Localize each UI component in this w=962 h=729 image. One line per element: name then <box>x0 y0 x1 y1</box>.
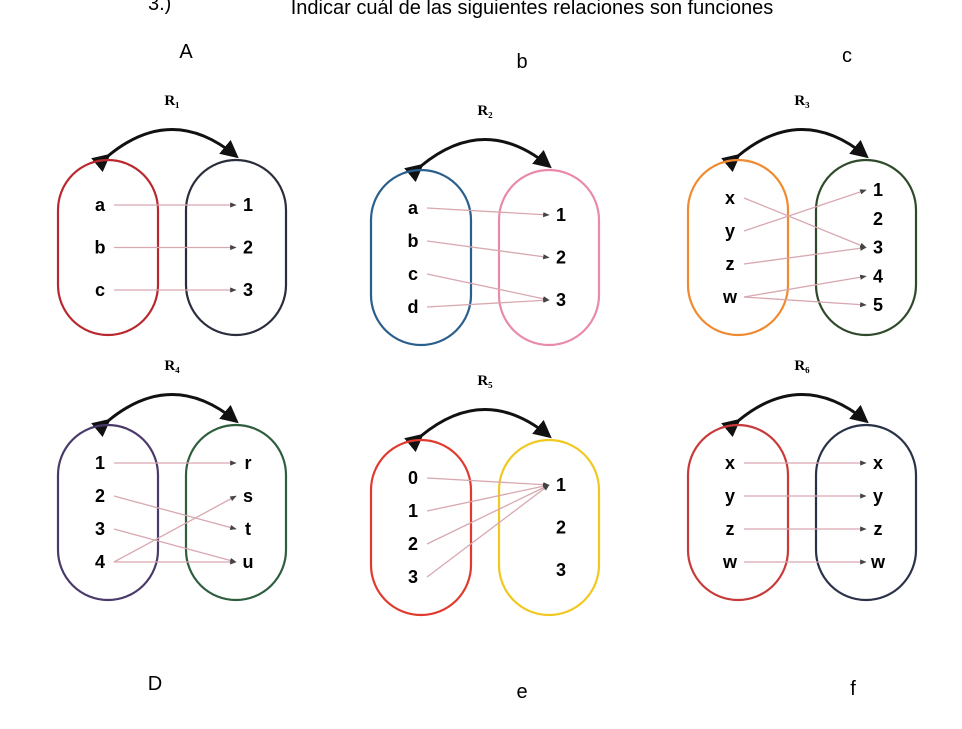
mapping-arrow <box>426 484 550 578</box>
domain-element: z <box>726 519 735 539</box>
domain-element: b <box>408 231 419 251</box>
codomain-element: z <box>874 519 883 539</box>
codomain-element: 3 <box>556 290 566 310</box>
mapping-arrow <box>743 189 867 232</box>
domain-element: w <box>722 552 738 572</box>
relation-label: R₁ <box>164 93 179 109</box>
domain-element: 2 <box>95 486 105 506</box>
exercise-instruction: Indicar cuál de las siguientes relacione… <box>291 0 774 19</box>
codomain-element: s <box>243 486 253 506</box>
codomain-element: 1 <box>873 180 883 200</box>
domain-element: 3 <box>408 567 418 587</box>
mapping-arrow <box>743 296 867 308</box>
panel-label: D <box>148 673 162 695</box>
mapping-arrow <box>426 483 550 512</box>
domain-element: b <box>95 238 106 258</box>
relation-arc <box>404 138 552 183</box>
domain-element: 4 <box>95 552 105 572</box>
mapping-arrow <box>426 484 550 545</box>
domain-element: 1 <box>95 453 105 473</box>
domain-element: c <box>95 280 105 300</box>
codomain-set-oval <box>814 423 918 602</box>
codomain-set-oval <box>497 438 601 617</box>
mapping-arrow <box>426 240 550 260</box>
codomain-element: y <box>873 486 883 506</box>
codomain-element: 1 <box>556 475 566 495</box>
domain-set-oval <box>369 168 473 347</box>
domain-element: x <box>725 453 735 473</box>
domain-element: c <box>408 264 418 284</box>
mapping-arrow <box>743 274 867 298</box>
domain-element: d <box>408 297 419 317</box>
domain-element: w <box>722 287 738 307</box>
codomain-element: t <box>245 519 251 539</box>
domain-element: 0 <box>408 468 418 488</box>
relation-panel-5: e R₅ 0 1 2 3 1 2 3 <box>369 373 601 703</box>
domain-set-oval <box>686 423 790 602</box>
codomain-element: 3 <box>873 238 883 258</box>
domain-element: z <box>726 254 735 274</box>
codomain-set-oval <box>497 168 601 347</box>
relation-label: R₅ <box>477 373 493 389</box>
relation-arc <box>91 128 239 173</box>
mapping-arrow <box>426 207 550 218</box>
codomain-element: 1 <box>556 205 566 225</box>
codomain-set-oval <box>184 423 288 602</box>
domain-element: a <box>408 198 419 218</box>
panel-label: e <box>516 681 527 703</box>
exercise-number: 3.) <box>148 0 171 15</box>
codomain-element: 2 <box>556 518 566 538</box>
domain-set-oval <box>56 423 160 602</box>
panel-label: f <box>850 678 856 700</box>
domain-element: y <box>725 486 735 506</box>
mapping-arrow <box>113 528 237 563</box>
codomain-element: 1 <box>243 195 253 215</box>
mapping-arrow <box>426 477 550 488</box>
codomain-element: 4 <box>873 266 883 286</box>
codomain-element: 2 <box>873 209 883 229</box>
relation-arc <box>404 408 552 453</box>
domain-element: y <box>725 221 735 241</box>
domain-set-oval <box>369 438 473 617</box>
mapping-arrow <box>426 273 550 302</box>
codomain-element: 2 <box>243 238 253 258</box>
codomain-element: u <box>243 552 254 572</box>
relation-label: R₄ <box>164 358 180 374</box>
relation-arc <box>91 393 239 438</box>
relation-panel-1: A R₁ a b c 1 2 3 <box>56 41 288 337</box>
panel-label: c <box>842 45 852 67</box>
codomain-element: 3 <box>556 560 566 580</box>
domain-element: 3 <box>95 519 105 539</box>
mapping-arrow <box>113 495 237 530</box>
codomain-element: 5 <box>873 295 883 315</box>
codomain-set-oval <box>814 158 918 337</box>
panel-label: b <box>516 51 527 73</box>
relation-label: R₆ <box>794 358 810 374</box>
domain-element: x <box>725 188 735 208</box>
relation-arc <box>721 393 869 438</box>
codomain-element: 3 <box>243 280 253 300</box>
codomain-element: x <box>873 453 883 473</box>
panel-label: A <box>179 41 193 63</box>
codomain-element: 2 <box>556 248 566 268</box>
mapping-arrow <box>743 245 867 265</box>
relation-arc <box>721 128 869 173</box>
relation-panels: AR₁abc123bR₂abcd123cR₃xyzw12345DR₄1234rs… <box>56 41 918 703</box>
mapping-arrow <box>426 297 550 308</box>
relation-label: R₃ <box>794 93 810 109</box>
mapping-arrow <box>743 197 867 249</box>
domain-element: 1 <box>408 501 418 521</box>
domain-element: a <box>95 195 106 215</box>
domain-element: 2 <box>408 534 418 554</box>
mapping-arrow <box>113 495 237 563</box>
codomain-element: w <box>870 552 886 572</box>
relation-label: R₂ <box>477 103 493 119</box>
codomain-element: r <box>244 453 251 473</box>
domain-set-oval <box>686 158 790 337</box>
